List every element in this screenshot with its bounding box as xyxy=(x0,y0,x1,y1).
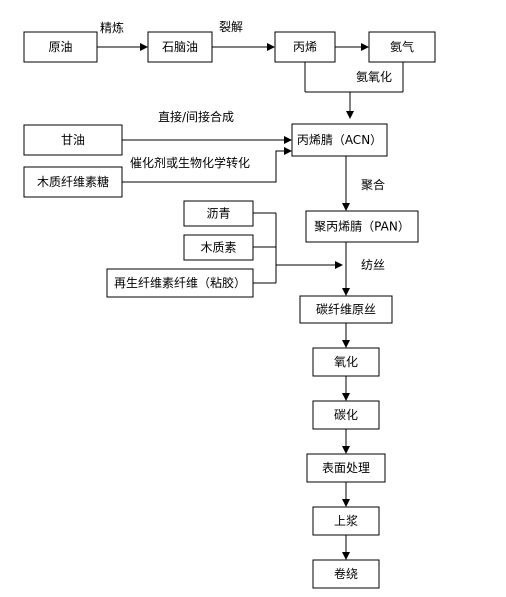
label-spinning: 纺丝 xyxy=(361,258,385,272)
node-lignocellulose-sugar: 木质纤维素糖 xyxy=(23,166,123,198)
node-regen-cellulose: 再生纤维素纤维（粘胶） xyxy=(106,268,254,298)
node-propylene: 丙烯 xyxy=(274,31,336,63)
node-ammonia: 氨气 xyxy=(368,31,436,63)
node-sizing-label: 上浆 xyxy=(334,513,358,528)
node-naphtha: 石脑油 xyxy=(147,31,213,63)
label-refining: 精炼 xyxy=(100,20,124,35)
node-sizing: 上浆 xyxy=(312,506,380,536)
node-pitch-label: 沥青 xyxy=(206,207,230,221)
node-ammonia-label: 氨气 xyxy=(390,39,414,54)
node-surface-treatment-label: 表面处理 xyxy=(322,461,370,475)
node-naphtha-label: 石脑油 xyxy=(162,40,198,54)
connectors xyxy=(97,43,404,560)
node-propylene-label: 丙烯 xyxy=(293,40,317,54)
node-surface-treatment: 表面处理 xyxy=(306,453,386,483)
node-lignin: 木质素 xyxy=(183,234,254,261)
label-cracking: 裂解 xyxy=(219,20,243,34)
arrow-sugar-to-acn xyxy=(122,147,292,183)
node-winding: 卷绕 xyxy=(312,559,380,589)
node-pitch: 沥青 xyxy=(183,200,254,227)
label-direct-indirect: 直接/间接合成 xyxy=(158,109,234,124)
node-precursor: 碳纤维原丝 xyxy=(299,295,393,324)
node-glycerol: 甘油 xyxy=(23,124,123,156)
node-acrylonitrile-label: 丙烯腈（ACN） xyxy=(297,133,382,147)
node-lignocellulose-sugar-label: 木质纤维素糖 xyxy=(37,174,109,189)
node-lignin-label: 木质素 xyxy=(200,241,236,255)
node-carbonization-label: 碳化 xyxy=(334,408,358,422)
node-precursor-label: 碳纤维原丝 xyxy=(316,303,376,317)
node-winding-label: 卷绕 xyxy=(334,566,358,581)
node-regen-cellulose-label: 再生纤维素纤维（粘胶） xyxy=(114,275,246,290)
label-catalyst-bio: 催化剂或生物化学转化 xyxy=(130,155,250,170)
node-oxidation-label: 氧化 xyxy=(334,355,358,369)
node-crude-oil: 原油 xyxy=(23,31,98,63)
node-carbonization: 碳化 xyxy=(312,400,380,430)
node-glycerol-label: 甘油 xyxy=(61,133,85,147)
label-polymerization: 聚合 xyxy=(361,177,385,192)
node-pan-label: 聚丙烯腈（PAN） xyxy=(314,220,410,234)
label-ammoxidation: 氨氧化 xyxy=(356,70,392,84)
node-pan: 聚丙烯腈（PAN） xyxy=(305,210,419,243)
node-oxidation: 氧化 xyxy=(312,347,380,377)
node-acrylonitrile: 丙烯腈（ACN） xyxy=(291,123,388,157)
edge-labels: 精炼 裂解 氨氧化 直接/间接合成 催化剂或生物化学转化 聚合 纺丝 xyxy=(100,20,392,272)
node-crude-oil-label: 原油 xyxy=(48,40,72,54)
